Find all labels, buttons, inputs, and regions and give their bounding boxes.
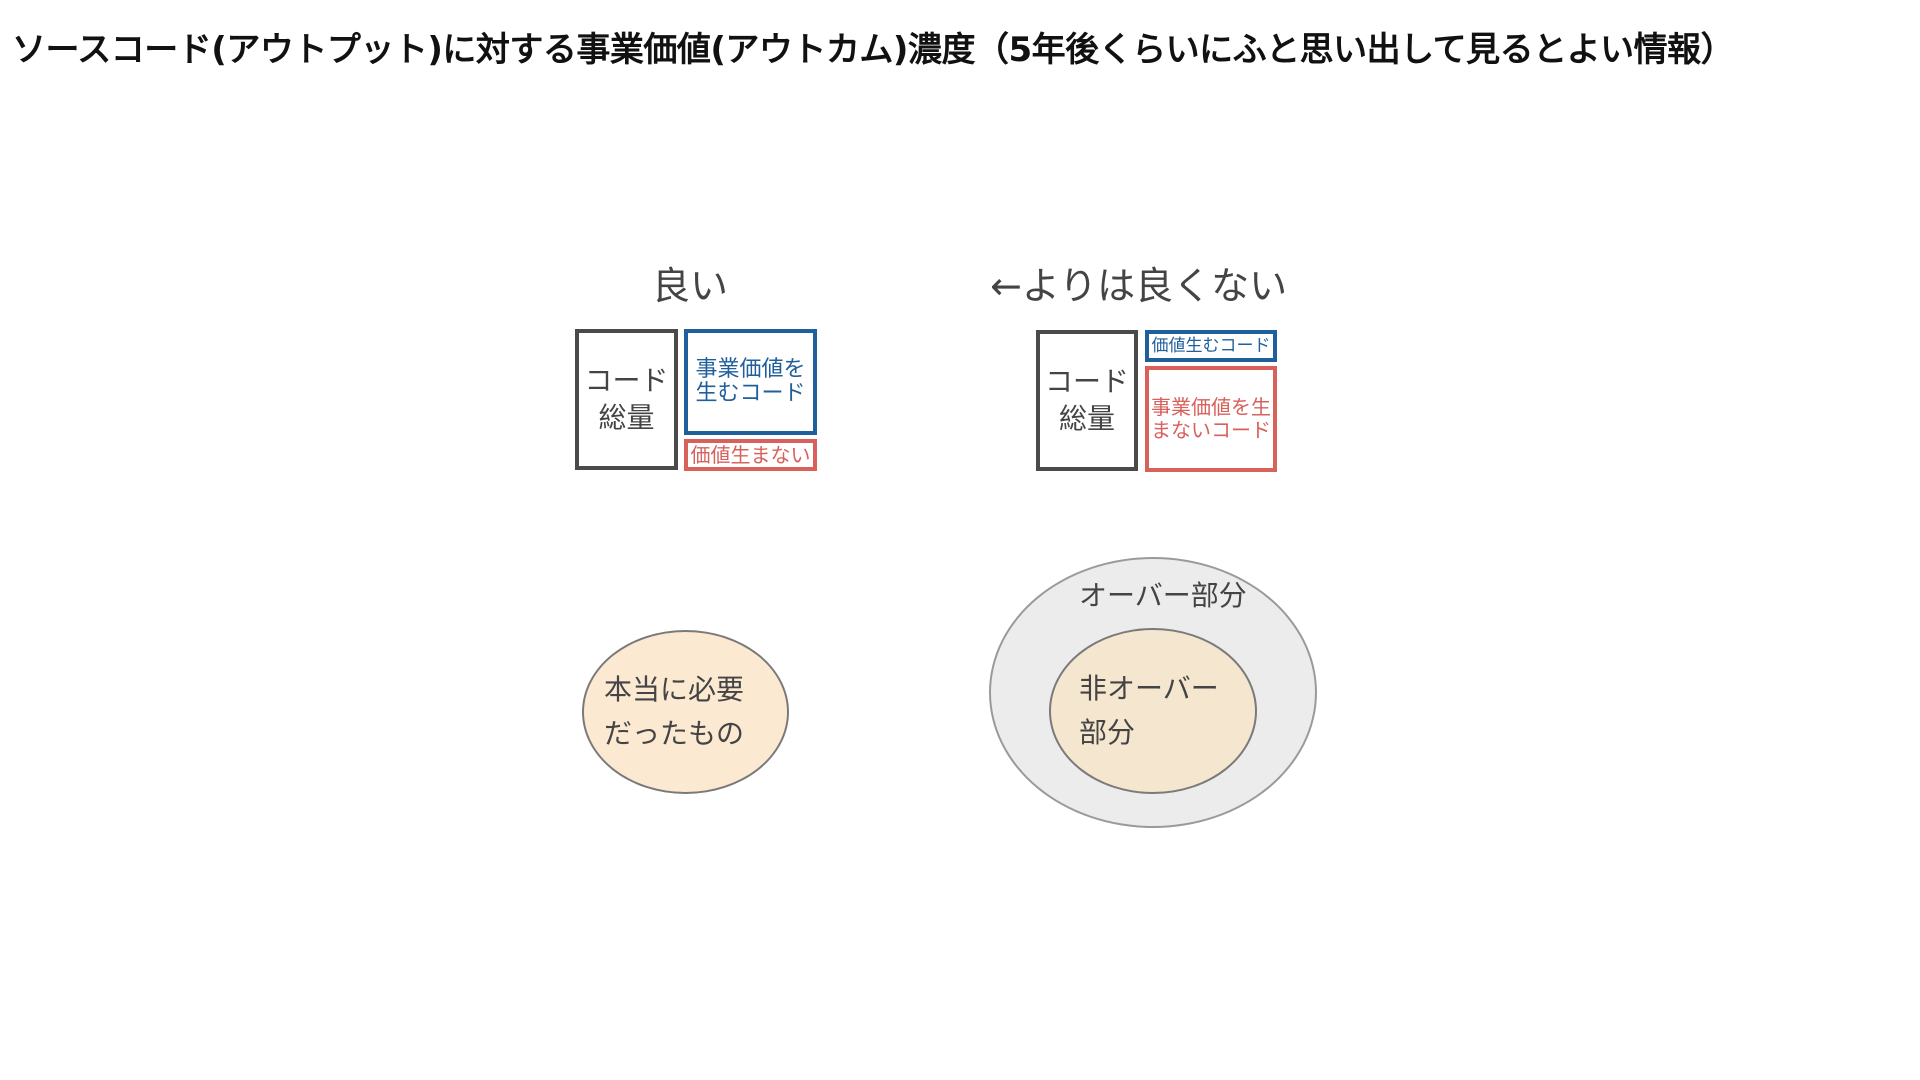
needed-ellipse-label: 本当に必要 だったもの <box>604 673 745 750</box>
non-over-part-label: 非オーバー 部分 <box>1079 672 1219 749</box>
no-value-code-box-worse: 事業価値を生 まないコード <box>1145 366 1277 472</box>
page-title: ソースコード(アウトプット)に対する事業価値(アウトカム)濃度（5年後くらいにふ… <box>12 30 1735 70</box>
code-total-box-worse: コード 総量 <box>1036 330 1138 471</box>
needed-ellipse <box>582 630 789 794</box>
no-value-code-box-good: 価値生まない <box>684 439 817 471</box>
non-over-part-ellipse <box>1049 628 1257 794</box>
value-code-box-worse: 価値生むコード <box>1145 330 1277 362</box>
over-part-label: オーバー部分 <box>1079 579 1247 612</box>
value-code-box-good: 事業価値を 生むコード <box>684 329 817 435</box>
code-total-box-good: コード 総量 <box>575 329 678 470</box>
worse-heading: ←よりは良くない <box>990 264 1288 308</box>
good-heading: 良い <box>652 264 729 308</box>
